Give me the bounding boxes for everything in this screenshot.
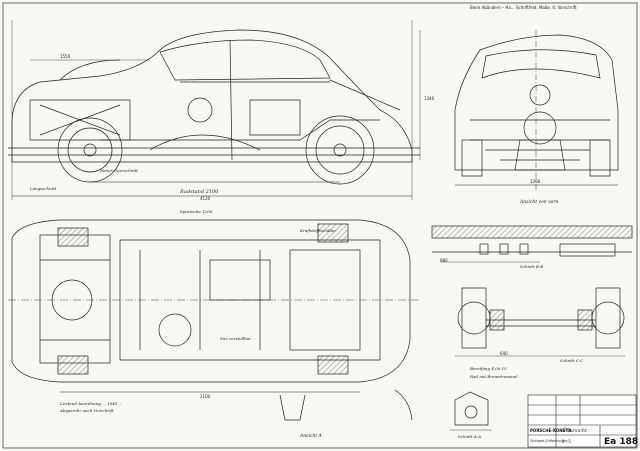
- spurweite-label: Spurweite 1200: [180, 209, 213, 214]
- steering-note: Lenkrad Anordnung ... 1940 ...: [59, 401, 122, 406]
- tire-note: Bereifung 4,00-15: [469, 366, 507, 371]
- dim-side-1: 1550: [60, 54, 71, 59]
- title-scale: 1 : 5: [562, 439, 571, 444]
- front-view-label: Ansicht von vorn: [519, 199, 559, 205]
- section-a-view: [450, 391, 492, 431]
- title-drawing-number: Ea 188: [604, 437, 638, 447]
- fuel-note: Kraftstoffbehälter: [299, 228, 337, 233]
- dim-front: 1200: [530, 179, 541, 184]
- plan-view-label: Ansicht A: [299, 433, 323, 439]
- dim-section-c: 640: [500, 351, 508, 356]
- wheel-note: Rad mit Bremstrommel: [469, 374, 518, 379]
- dim-section-b: 980: [440, 258, 448, 263]
- section-b-view: [431, 225, 633, 263]
- title-block: [527, 394, 637, 448]
- seat-note: Sitz verstellbar: [220, 336, 252, 341]
- title-title: Übersicht: [562, 427, 588, 434]
- header-note: Beim Abändern – Ha... Schriftfeld, Maße,…: [470, 5, 577, 10]
- dim-side-2: 1340: [424, 96, 435, 101]
- plan-view: [8, 219, 420, 421]
- radstand-label: Radstand 2100: [179, 189, 219, 195]
- exhaust-note: Abgasrohr nach Vorschrift: [59, 408, 114, 413]
- section-b-label: Schnitt B-B: [520, 264, 543, 269]
- side-view-label: Längsschnitt: [29, 186, 57, 191]
- section-c-view: [455, 287, 625, 357]
- dim-plan: 2100: [200, 394, 211, 399]
- section-a-label: Schnitt A-A: [458, 434, 481, 439]
- dim-side-0: 4120: [200, 196, 211, 201]
- title-company: PORSCHE-KONSTR.: [530, 428, 573, 433]
- title-place: Stuttgart-Zuffenhausen: [530, 439, 568, 443]
- front-view: [454, 30, 619, 190]
- side-view: [8, 20, 421, 200]
- motor-note: Motor-Querschnitt: [99, 168, 138, 173]
- section-c-label: Schnitt C-C: [560, 358, 583, 363]
